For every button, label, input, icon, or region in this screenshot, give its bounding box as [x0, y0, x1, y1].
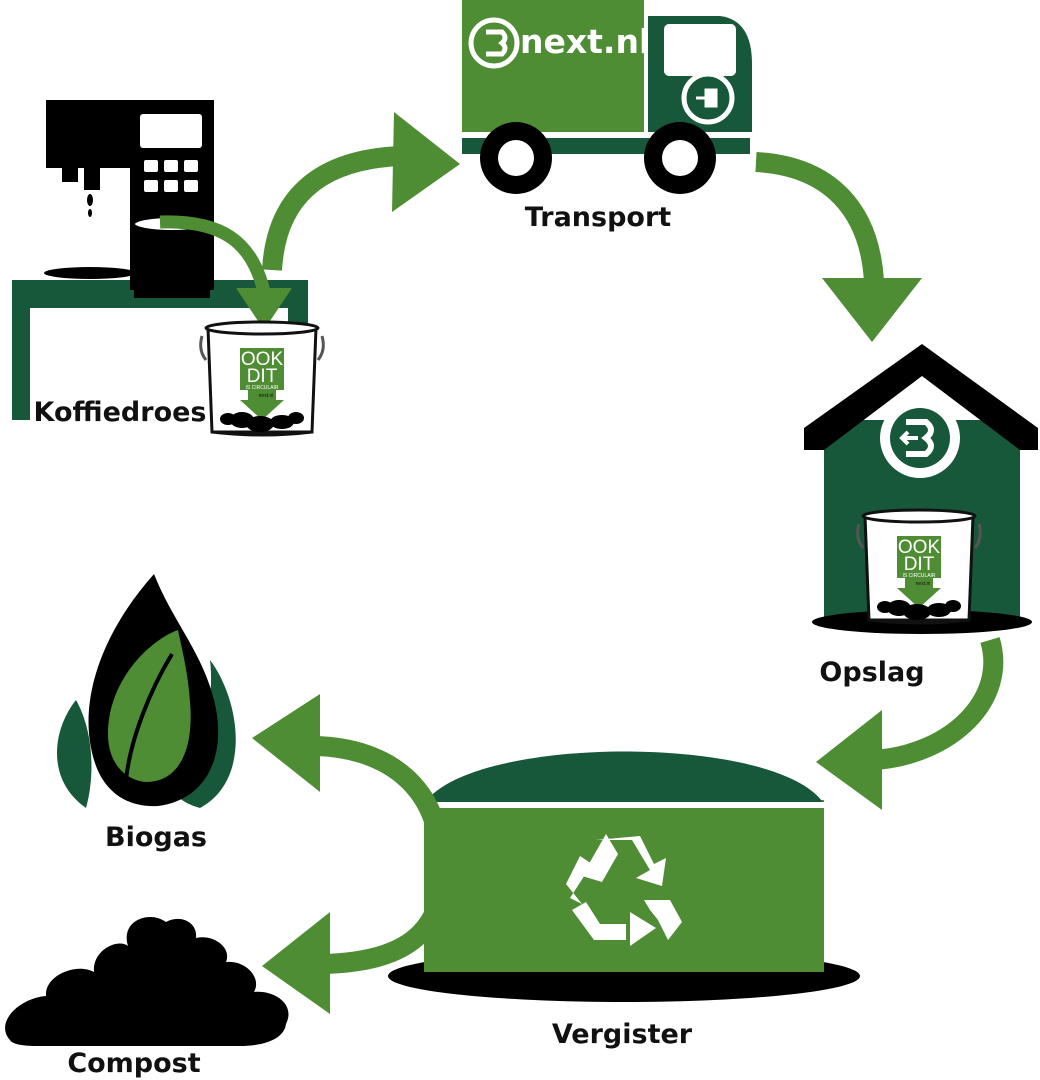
recycle-icon: [566, 834, 682, 946]
label-transport: Transport: [525, 202, 671, 233]
bucket-opslag: OOK DIT IS CIRCULAIR next.nl: [856, 508, 982, 625]
bucket-text-dit: DIT: [904, 554, 935, 575]
truck-brand: next.nl: [520, 22, 650, 61]
bucket-text-circulair: IS CIRCULAIR: [245, 385, 278, 391]
bucket-text-dit: DIT: [247, 366, 278, 387]
electric-truck-icon: [462, 0, 752, 194]
bucket-text-brand: next.nl: [916, 581, 931, 587]
coffee-machine-icon: [12, 100, 308, 420]
digester-tank-icon: [388, 751, 860, 1002]
compost-pile-icon: [5, 916, 289, 1046]
flame-leaf-icon: [56, 574, 236, 808]
bucket-text-circulair: IS CIRCULAIR: [902, 573, 935, 579]
label-koffiedroes: Koffiedroes: [34, 397, 207, 428]
label-biogas: Biogas: [105, 822, 207, 853]
label-opslag: Opslag: [819, 657, 924, 688]
bucket-text-ook: OOK: [241, 349, 284, 370]
label-vergister: Vergister: [552, 1019, 693, 1050]
bucket-text-brand: next.nl: [259, 393, 274, 399]
bucket-koffiedroes: OOK DIT IS CIRCULAIR next.nl: [199, 320, 325, 437]
label-compost: Compost: [67, 1048, 200, 1079]
bucket-text-ook: OOK: [898, 537, 941, 558]
